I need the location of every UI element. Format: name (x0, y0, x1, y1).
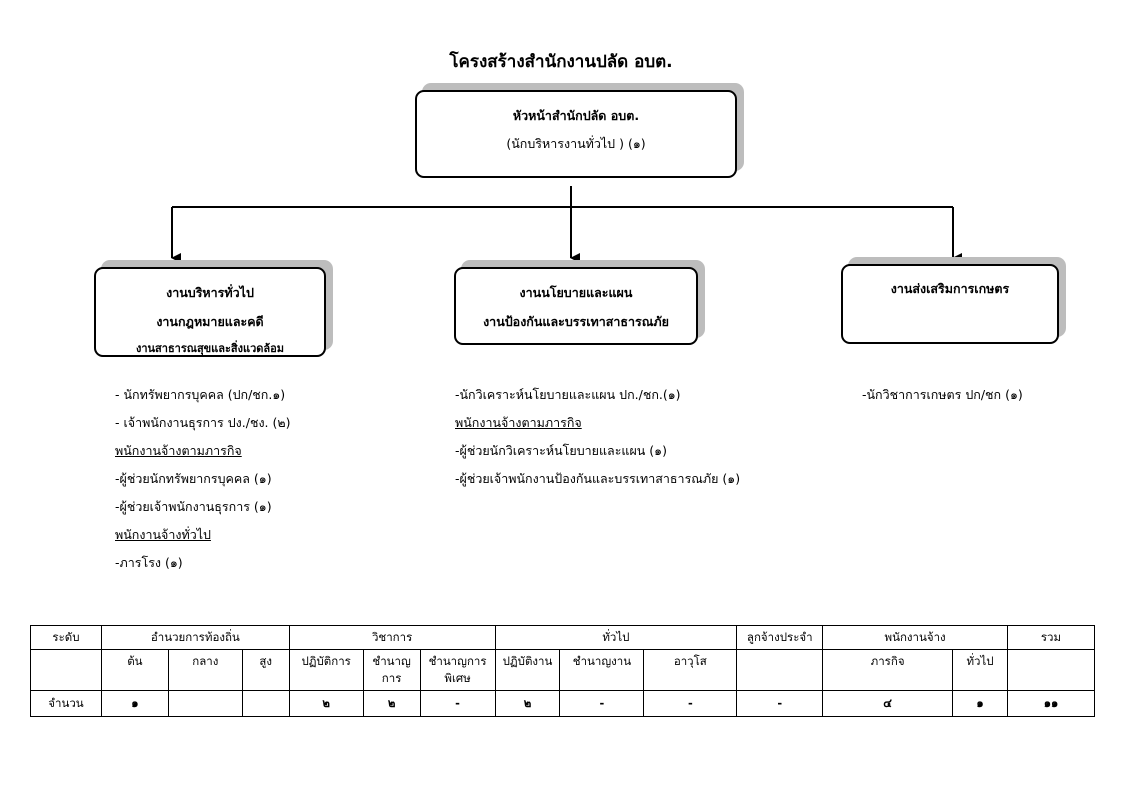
head-box: หัวหน้าสำนักปลัด อบต. (นักบริหารงานทั่วไ… (415, 90, 737, 178)
table-cell: ต้น (100, 649, 169, 691)
table-cell: ชำนาญการพิเศษ (419, 649, 496, 691)
staff-item: -ผู้ช่วยนักทรัพยากรบุคคล (๑) (115, 471, 272, 486)
staff-item: -นักวิชาการเกษตร ปก/ชก (๑) (862, 387, 1023, 402)
staff-item: -นักวิเคราะห์นโยบายและแผน ปก./ชก.(๑) (455, 387, 681, 402)
table-cell (241, 690, 290, 717)
staff-list-agriculture: -นักวิชาการเกษตร ปก/ชก (๑) (862, 381, 1023, 409)
table-cell: ๔ (822, 690, 954, 717)
unit-line: งานป้องกันและบรรเทาสาธารณภัย (483, 314, 669, 329)
table-cell: ชำนาญการ (362, 649, 421, 691)
header-local-admin: อำนวยการท้องถิ่น (100, 625, 290, 650)
table-row: ต้น กลาง สูง ปฏิบัติการ ชำนาญการ ชำนาญกา… (30, 649, 1096, 691)
header-level: ระดับ (30, 625, 102, 650)
table-row: จำนวน ๑ ๒ ๒ - ๒ - - - ๔ ๑ ๑๑ (30, 690, 1096, 717)
org-connectors (171, 186, 962, 263)
row-label: จำนวน (30, 690, 102, 717)
table-cell: ทั่วไป (952, 649, 1008, 691)
unit-box-agriculture: งานส่งเสริมการเกษตร (841, 264, 1059, 344)
table-cell: - (559, 690, 645, 717)
table-cell: - (643, 690, 738, 717)
table-cell (30, 649, 102, 691)
staff-item: - เจ้าพนักงานธุรการ ปง./ชง. (๒) (115, 415, 291, 430)
staff-list-general-admin: - นักทรัพยากรบุคคล (ปก/ชก.๑) - เจ้าพนักง… (115, 381, 291, 577)
table-cell (167, 690, 243, 717)
unit-box-policy-plan: งานนโยบายและแผน งานป้องกันและบรรเทาสาธาร… (454, 267, 698, 345)
unit-line: งานสาธารณสุขและสิ่งแวดล้อม (135, 342, 285, 355)
table-cell: ปฏิบัติการ (288, 649, 364, 691)
header-employee: พนักงานจ้าง (822, 625, 1008, 650)
table-cell: - (736, 690, 824, 717)
unit-line: งานบริหารทั่วไป (166, 285, 254, 300)
table-cell (1006, 649, 1096, 691)
table-cell: สูง (241, 649, 290, 691)
header-general: ทั่วไป (494, 625, 738, 650)
unit-line: งานนโยบายและแผน (519, 285, 633, 300)
unit-line: งานส่งเสริมการเกษตร (890, 281, 1010, 296)
staff-item: - นักทรัพยากรบุคคล (ปก/ชก.๑) (115, 387, 286, 402)
table-cell: ๑ (952, 690, 1008, 717)
table-cell (736, 649, 824, 691)
staff-item: -ผู้ช่วยนักวิเคราะห์นโยบายและแผน (๑) (455, 443, 667, 458)
staff-summary-table: ระดับ อำนวยการท้องถิ่น วิชาการ ทั่วไป ลู… (30, 625, 1096, 717)
table-cell: กลาง (167, 649, 243, 691)
table-row: ระดับ อำนวยการท้องถิ่น วิชาการ ทั่วไป ลู… (30, 625, 1096, 650)
header-permanent: ลูกจ้างประจำ (736, 625, 824, 650)
table-cell: ๒ (494, 690, 561, 717)
unit-box-general-admin: งานบริหารทั่วไป งานกฎหมายและคดี งานสาธาร… (94, 267, 326, 357)
head-subtitle: (นักบริหารงานทั่วไป ) (๑) (506, 136, 646, 151)
table-cell: ๒ (288, 690, 364, 717)
table-cell: ๑ (100, 690, 169, 717)
unit-line: งานกฎหมายและคดี (156, 314, 264, 329)
page-title: โครงสร้างสำนักงานปลัด อบต. (449, 52, 673, 72)
table-cell: ภารกิจ (822, 649, 954, 691)
staff-group-heading: พนักงานจ้างตามภารกิจ (455, 415, 582, 430)
staff-group-heading: พนักงานจ้างทั่วไป (115, 527, 211, 542)
head-title: หัวหน้าสำนักปลัด อบต. (512, 108, 640, 123)
table-cell: อาวุโส (643, 649, 738, 691)
staff-item: -ภารโรง (๑) (115, 555, 183, 570)
staff-item: -ผู้ช่วยเจ้าพนักงานธุรการ (๑) (115, 499, 272, 514)
header-total: รวม (1006, 625, 1096, 650)
header-academic: วิชาการ (288, 625, 496, 650)
staff-item: -ผู้ช่วยเจ้าพนักงานป้องกันและบรรเทาสาธาร… (455, 471, 741, 486)
table-cell: ชำนาญงาน (559, 649, 645, 691)
table-cell: ปฏิบัติงาน (494, 649, 561, 691)
table-cell: ๑๑ (1006, 690, 1096, 717)
table-cell: - (419, 690, 496, 717)
staff-list-policy-plan: -นักวิเคราะห์นโยบายและแผน ปก./ชก.(๑) พนั… (455, 381, 740, 493)
table-cell: ๒ (362, 690, 421, 717)
staff-group-heading: พนักงานจ้างตามภารกิจ (115, 443, 242, 458)
